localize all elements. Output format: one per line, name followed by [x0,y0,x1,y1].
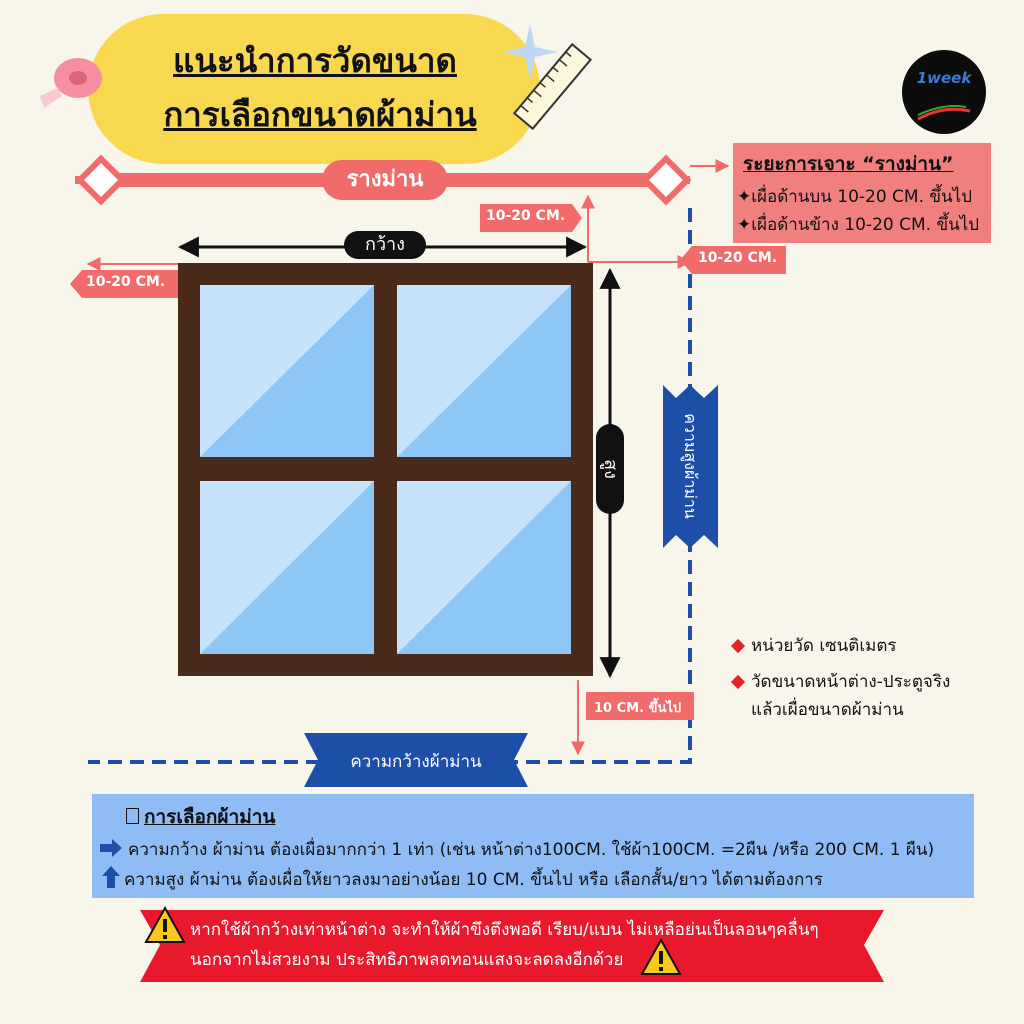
warning-line2: นอกจากไม่สวยงาม ประสิทธิภาพลดทอนแสงจะลดล… [190,950,624,970]
tag-top-shape [480,204,582,232]
brand-logo-text: 1week [916,69,972,87]
height-rule: ความสูง ผ้าม่าน ต้องเผื่อให้ยาวลงมาอย่าง… [124,870,823,890]
curtain-height-ribbon [663,385,718,548]
tag-right-shape [680,246,786,274]
note-line-top: ✦เผื่อด้านบน 10-20 CM. ขึ้นไป [737,187,972,207]
side-note-unit-text: หน่วยวัด เซนติเมตร [751,636,897,656]
side-note-measure: วัดขนาดหน้าต่าง-ประตูจริง [730,668,951,695]
rail-label: รางม่าน [322,160,448,200]
checkbox-icon [126,808,139,824]
tape-measure-icon [40,58,102,108]
offset-bottom-label: 10 CM. ขึ้นไป [594,701,682,716]
note-title: ระยะการเจาะ “รางม่าน” [743,153,954,175]
offset-right-label: 10-20 CM. [698,250,778,266]
window-illustration [178,263,593,676]
selection-title: การเลือกผ้าม่าน [144,806,276,828]
arrow-up-icon [102,866,120,888]
rail-drilling-note: ระยะการเจาะ “รางม่าน” ✦เผื่อด้านบน 10-20… [733,143,991,243]
arrow-swoosh-icon [917,105,971,121]
warning-line1: หากใช้ผ้ากว้างเท่าหน้าต่าง จะทำให้ผ้าขึง… [190,920,819,940]
ruler-icon [512,42,592,131]
height-label-pill: สูง [596,424,624,514]
brand-logo: 1week [902,50,986,134]
warning-icon [640,938,682,975]
width-label: กว้าง [344,231,426,259]
title-banner [88,14,540,164]
note-line-side: ✦เผื่อด้านข้าง 10-20 CM. ขึ้นไป [737,215,980,235]
curtain-width-label: ความกว้างผ้าม่าน [350,752,482,772]
side-note-measure-cont: แล้วเผื่อขนาดผ้าม่าน [751,700,904,720]
arrow-right-icon [100,839,122,857]
page-title-line1: แนะนำการวัดขนาด [173,41,457,80]
selection-guide: การเลือกผ้าม่าน ความกว้าง ผ้าม่าน ต้องเผ… [92,794,974,898]
side-note-measure-text: วัดขนาดหน้าต่าง-ประตูจริง [751,672,951,692]
width-rule: ความกว้าง ผ้าม่าน ต้องเผื่อมากกว่า 1 เท่… [128,840,935,860]
curtain-diagram [70,154,786,787]
tag-left-shape [70,270,178,298]
curtain-width-ribbon [304,733,528,787]
warning-icon [144,906,186,943]
side-note-unit: หน่วยวัด เซนติเมตร [730,632,897,659]
page-title-line2: การเลือกขนาดผ้าม่าน [163,95,477,134]
sparkle-icon [502,24,558,80]
offset-left-label: 10-20 CM. [86,274,166,290]
tag-bottom-shape [586,692,694,720]
offset-top-label: 10-20 CM. [486,208,566,224]
